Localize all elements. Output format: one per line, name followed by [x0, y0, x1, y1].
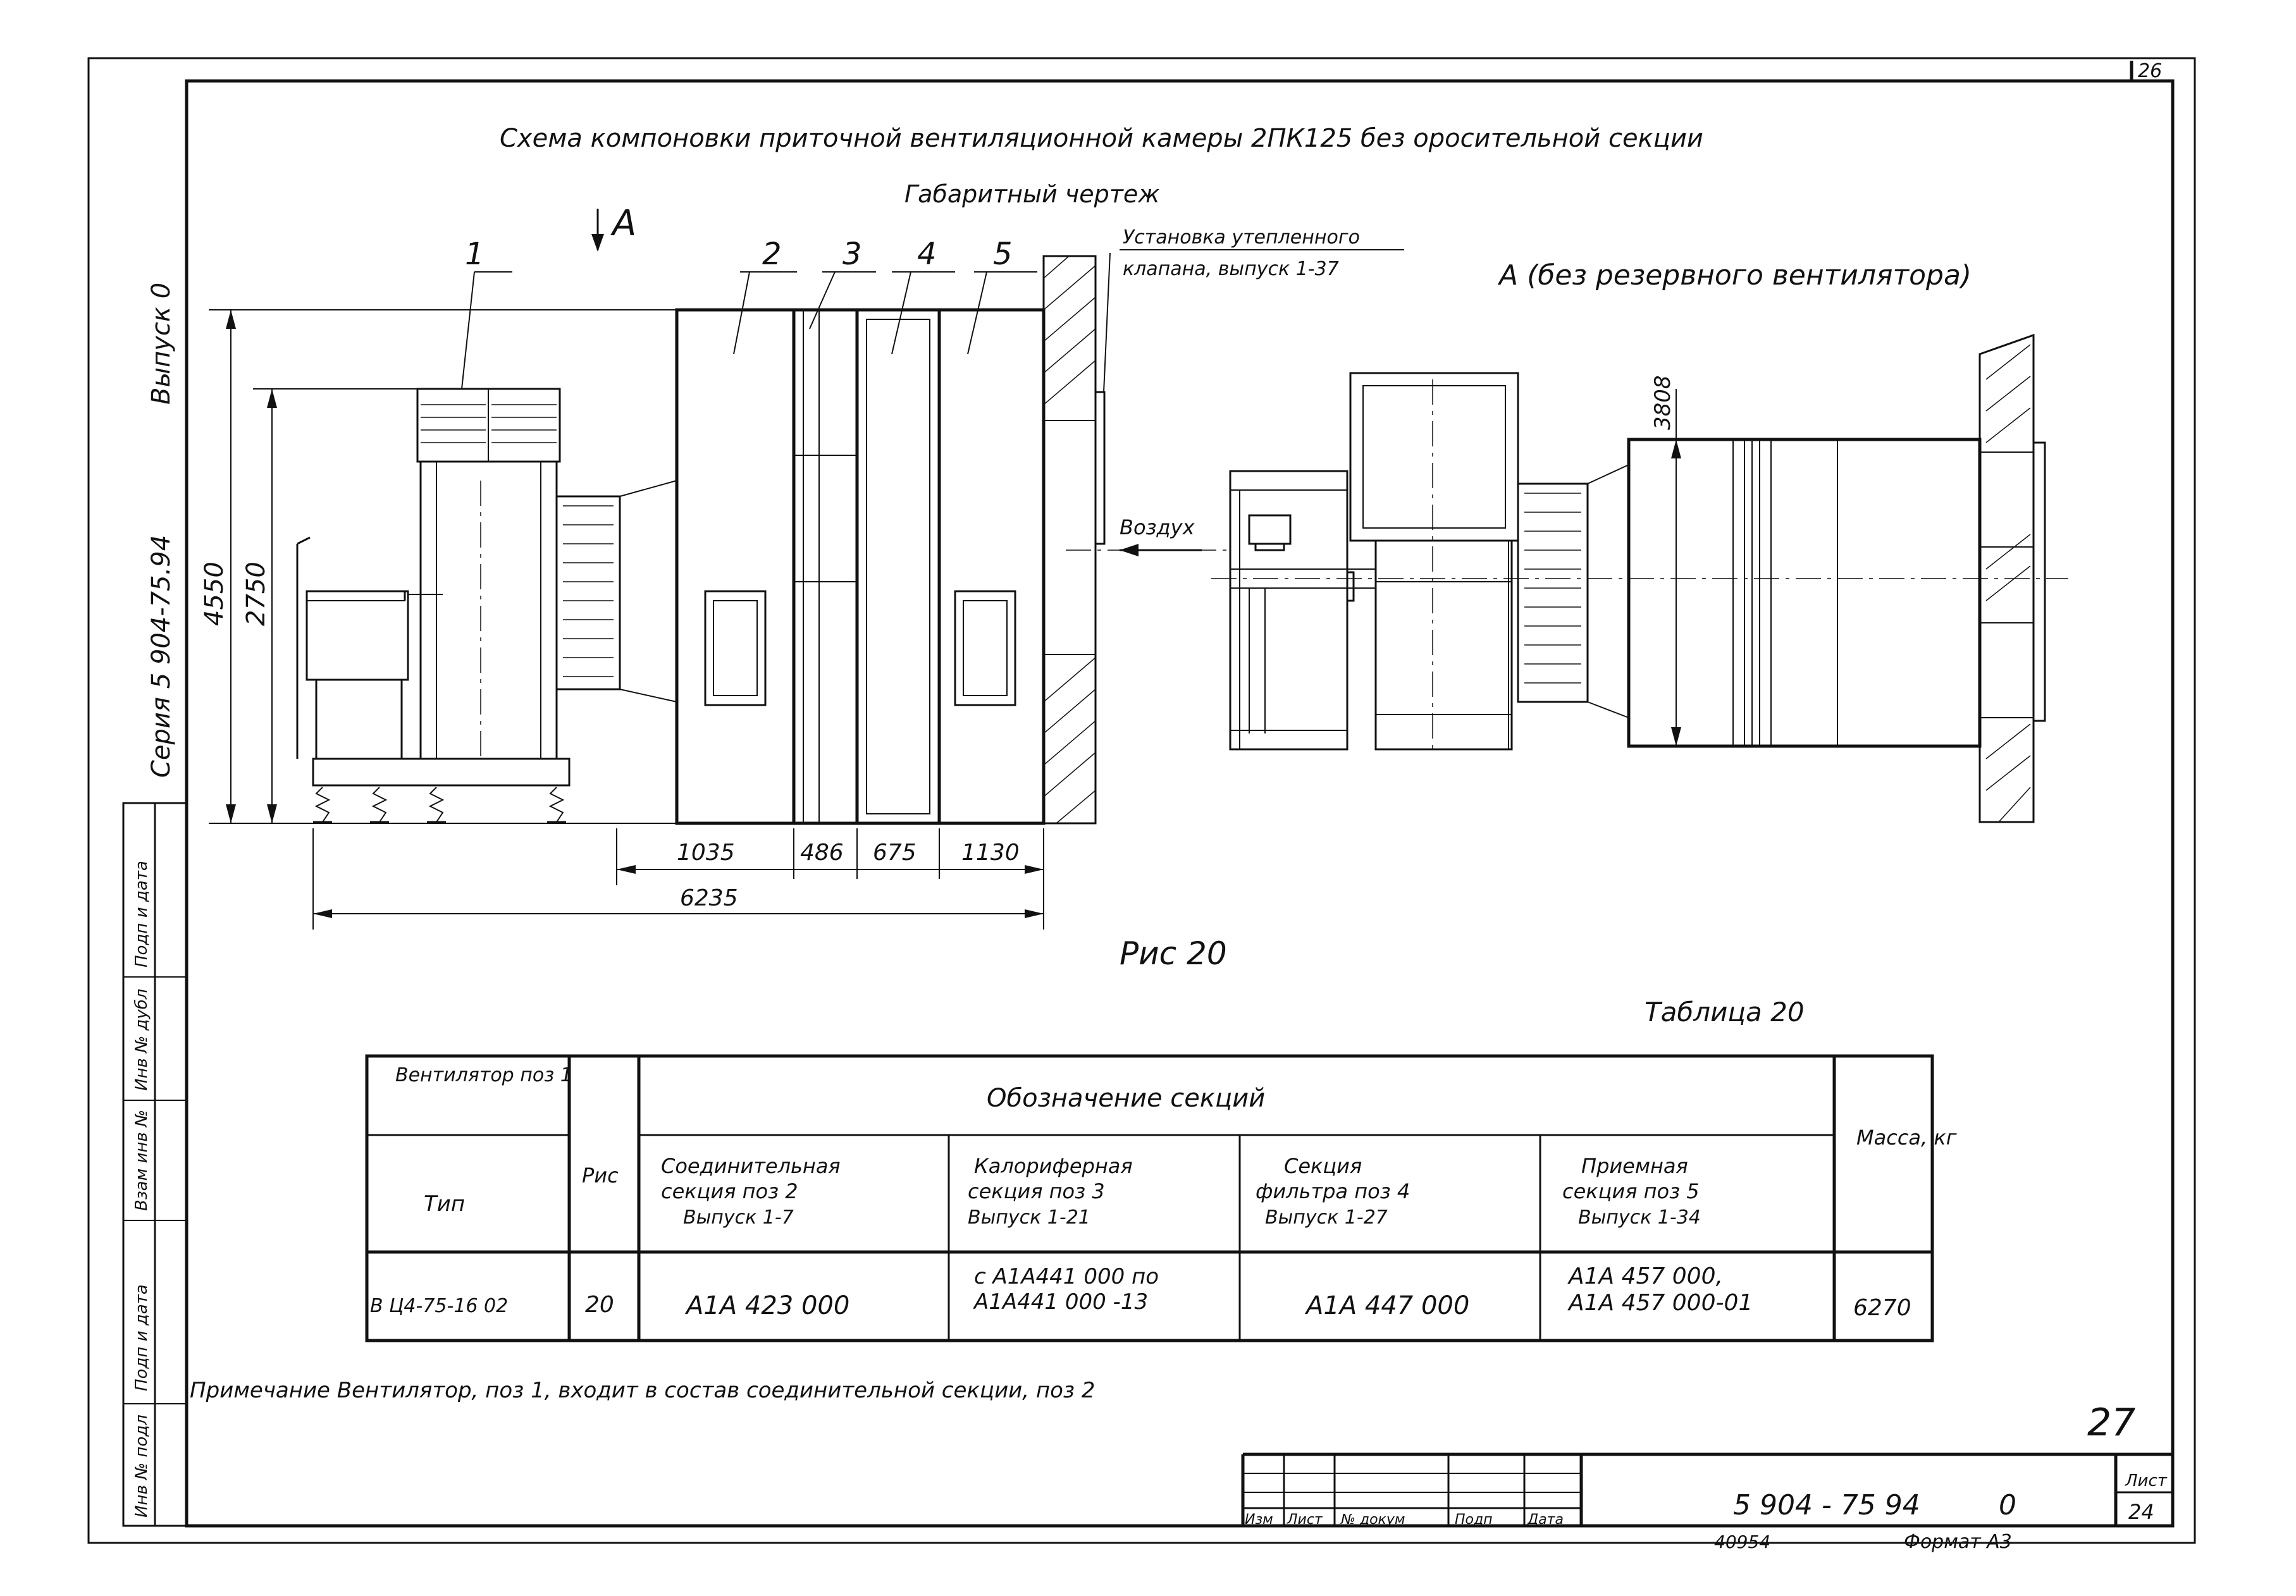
td-s3-2: А1А441 000 -13	[973, 1289, 1148, 1315]
spring-mounts	[313, 787, 566, 823]
th-sec5-c: Выпуск 1-34	[1578, 1206, 1701, 1229]
table-title: Таблица 20	[1645, 997, 1805, 1028]
insulated-valve	[1094, 391, 1106, 545]
sheet-title: Схема компоновки приточной вентиляционно…	[500, 124, 1703, 153]
fan-base	[312, 758, 571, 787]
section-2-door	[704, 590, 767, 706]
view-a-sections	[1627, 438, 1982, 748]
dim-486: 486	[800, 840, 844, 866]
table-20: Вентилятор поз 1 Тип Рис Обозначение сек…	[365, 1054, 1957, 1342]
view-a: A (без резервного вентилятора)	[1211, 259, 2068, 823]
td-s5-2: А1А 457 000-01	[1567, 1290, 1753, 1316]
tb-format: Формат А3	[1904, 1531, 2012, 1553]
side-issue: Выпуск 0	[147, 283, 176, 405]
dim-675: 675	[873, 840, 917, 866]
view-a-fan-body	[1374, 539, 1513, 751]
td-type: В Ц4-75-16 02	[370, 1295, 508, 1317]
view-a-fan-outlet	[1349, 372, 1519, 542]
th-sec4-a: Секция	[1284, 1154, 1362, 1178]
th-sec4-b: фильтра поз 4	[1256, 1179, 1410, 1203]
th-sec4-c: Выпуск 1-27	[1265, 1206, 1388, 1229]
tb-inv: 40954	[1714, 1532, 1770, 1552]
view-a-arrow-head	[591, 234, 604, 252]
view-a-arrow-label: A	[610, 203, 636, 244]
tb-col-izm: Изм	[1245, 1512, 1273, 1528]
section-4	[855, 308, 941, 825]
th-sec3-a: Калориферная	[974, 1154, 1133, 1178]
pos-3: 3	[842, 236, 862, 272]
td-s3-1: с А1А441 000 по	[974, 1264, 1159, 1289]
td-s4: А1А 447 000	[1304, 1291, 1469, 1320]
th-fig: Рис	[582, 1163, 619, 1188]
side-series: Серия 5 904-75.94	[147, 535, 176, 778]
tb-col-data: Дата	[1527, 1512, 1564, 1528]
flex-connector	[555, 495, 621, 691]
dim-1130: 1130	[961, 840, 1020, 866]
pos-1: 1	[465, 236, 485, 272]
pos-4: 4	[917, 236, 937, 272]
valve-label-1: Установка утепленного	[1123, 226, 1360, 249]
td-s2: А1А 423 000	[684, 1291, 849, 1320]
fan-motor	[306, 590, 409, 681]
view-a-connector	[1517, 482, 1589, 703]
sheet-subtitle: Габаритный чертеж	[904, 180, 1159, 208]
th-type: Тип	[424, 1191, 465, 1217]
corner-number: 26	[2138, 60, 2162, 82]
th-fan: Вентилятор поз 1	[395, 1064, 572, 1086]
th-sec2-c: Выпуск 1-7	[683, 1206, 794, 1229]
dim-6235: 6235	[680, 885, 738, 911]
th-sec5-b: секция поз 5	[1562, 1179, 1700, 1203]
dim-2750: 2750	[242, 562, 271, 626]
th-sec2-a: Соединительная	[661, 1154, 841, 1178]
tb-sheet-num: 24	[2128, 1500, 2154, 1524]
strip-label-5: Инв № подл	[132, 1415, 151, 1518]
tb-document: 5 904 - 75 94	[1733, 1489, 1920, 1521]
view-a-motor	[1248, 514, 1292, 545]
tb-col-list: Лист	[1287, 1512, 1323, 1528]
strip-label-2: Инв № дубл	[132, 989, 151, 1091]
section-5	[937, 308, 1046, 825]
view-a-title: A (без резервного вентилятора)	[1497, 259, 1972, 292]
section-5-door	[954, 590, 1016, 706]
section-2	[675, 308, 796, 825]
td-fig: 20	[585, 1292, 614, 1318]
strip-label-3: Взам инв №	[132, 1110, 151, 1211]
th-sec3-b: секция поз 3	[968, 1179, 1105, 1203]
th-sec3-c: Выпуск 1-21	[968, 1206, 1090, 1229]
figure-caption: Рис 20	[1120, 935, 1227, 972]
air-label: Воздух	[1120, 515, 1195, 539]
tb-col-podp: Подп	[1455, 1512, 1493, 1528]
title-block: Изм Лист № докум Подп Дата 5 904 - 75 94…	[1241, 1452, 2173, 1553]
strip-label-4: Подп и дата	[132, 1284, 151, 1391]
pos-2: 2	[762, 236, 782, 272]
fan-body	[419, 460, 558, 760]
th-mass: Масса, кг	[1856, 1126, 1957, 1150]
td-mass: 6270	[1853, 1295, 1911, 1321]
wall-section	[1042, 255, 1097, 825]
pos-5: 5	[993, 236, 1013, 272]
note: Примечание Вентилятор, поз 1, входит в с…	[190, 1378, 1095, 1403]
dim-4550: 4550	[200, 562, 229, 626]
td-s5-1: А1А 457 000,	[1567, 1263, 1723, 1289]
th-sec2-b: секция поз 2	[661, 1179, 798, 1203]
tb-sheet-label: Лист	[2125, 1471, 2168, 1490]
strip-label-1: Подп и дата	[132, 861, 151, 967]
view-a-motor-frame	[1229, 470, 1349, 751]
dim-3808: 3808	[1650, 375, 1676, 430]
th-designation: Обозначение секций	[987, 1084, 1265, 1113]
th-sec5-a: Приемная	[1581, 1154, 1688, 1178]
tb-issue: 0	[1999, 1489, 2016, 1521]
binding-strip: Подп и дата Инв № дубл Взам инв № Подп и…	[122, 802, 188, 1527]
outer-frame	[87, 57, 2196, 1544]
tb-col-doc: № докум	[1340, 1512, 1405, 1528]
valve-label-2: клапана, выпуск 1-37	[1123, 258, 1339, 280]
air-arrow-head	[1120, 544, 1139, 556]
main-elevation: A	[200, 203, 1404, 972]
page-handwritten: 27	[2087, 1401, 2135, 1445]
dim-1035: 1035	[677, 840, 735, 866]
